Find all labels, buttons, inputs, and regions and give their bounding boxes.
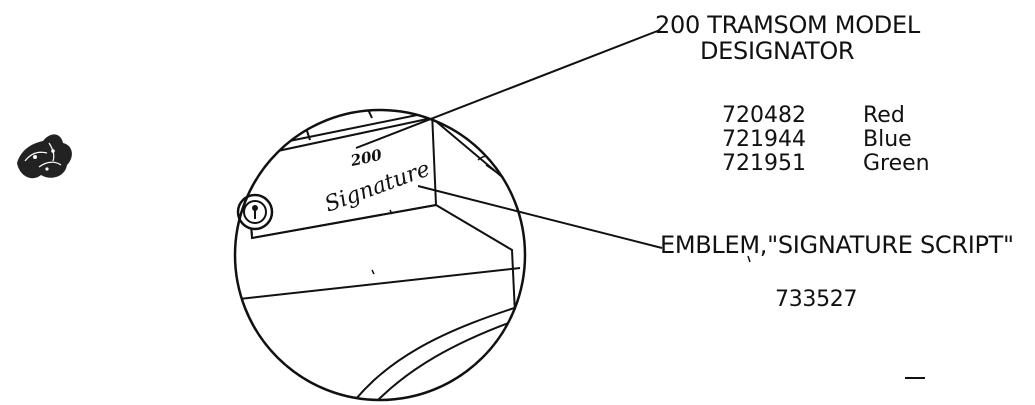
table-row: 721944 Blue <box>722 128 930 152</box>
leader-line-emblem <box>417 185 663 249</box>
emblem-part-number: 733527 <box>775 287 858 312</box>
model-designator-line1: 200 TRAMSOM MODEL <box>655 11 920 39</box>
part-number: 720482 <box>722 103 806 128</box>
part-number: 721944 <box>722 127 806 152</box>
hardware-fragment-icon <box>17 134 72 179</box>
table-row: 720482 Red <box>722 104 930 128</box>
model-designator-line2: DESIGNATOR <box>700 37 855 65</box>
table-row: 721951 Green <box>722 152 930 176</box>
emblem-script: 200 Signature <box>322 146 434 218</box>
lock-cylinder-icon <box>236 193 274 231</box>
detail-circle: 200 Signature <box>233 108 527 402</box>
part-color: Red <box>863 103 905 128</box>
part-color: Blue <box>863 127 912 152</box>
leader-line-model <box>355 29 661 149</box>
part-number: 721951 <box>722 151 806 176</box>
model-designator-callout: 200 TRAMSOM MODEL DESIGNATOR <box>655 12 1015 64</box>
part-color: Green <box>863 151 930 176</box>
svg-text:200: 200 <box>348 146 384 170</box>
part-number-table: 720482 Red 721944 Blue 721951 Green <box>722 104 930 176</box>
emblem-callout: EMBLEM,"SIGNATURE SCRIPT" <box>660 231 1014 259</box>
